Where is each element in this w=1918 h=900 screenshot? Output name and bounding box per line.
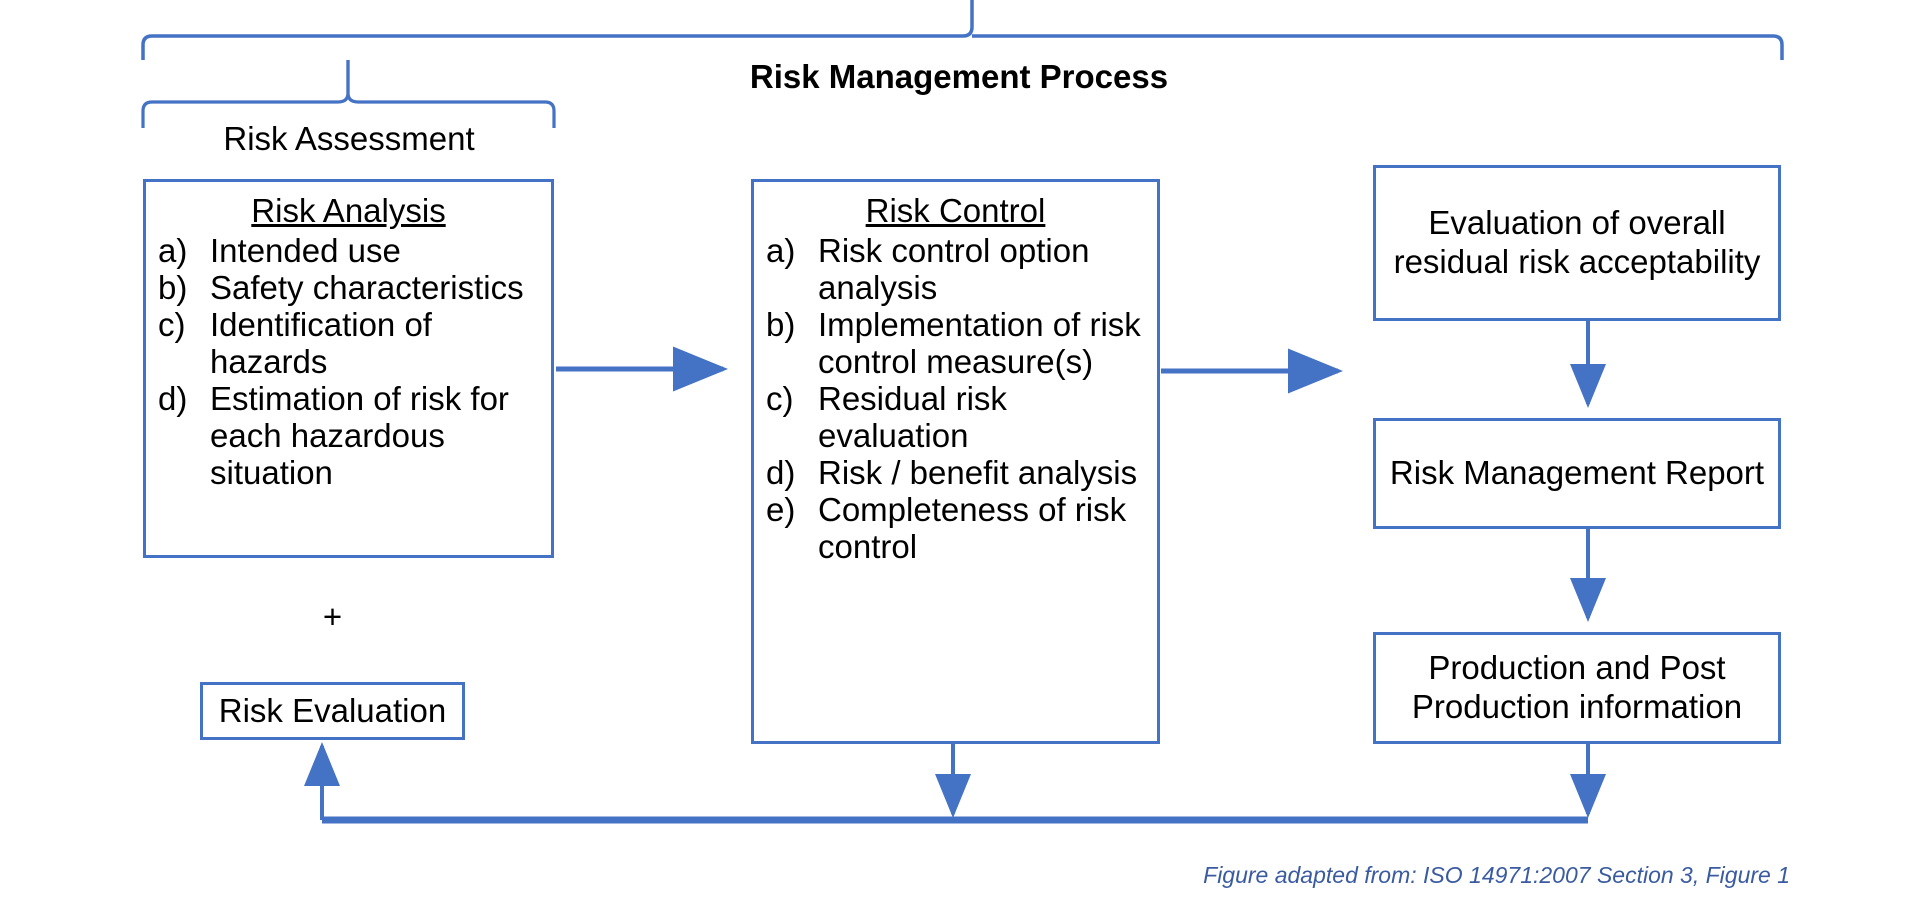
list-item: a) Risk control option analysis <box>766 231 1145 307</box>
list-marker: b) <box>158 268 188 306</box>
list-item: d) Estimation of risk for each hazardous… <box>158 379 539 492</box>
list-item: a) Intended use <box>158 231 539 270</box>
risk-evaluation-label: Risk Evaluation <box>218 691 447 729</box>
risk-control-box[interactable]: Risk Control a) Risk control option anal… <box>751 179 1160 744</box>
list-text: Residual risk evaluation <box>818 379 1007 454</box>
risk-analysis-box[interactable]: Risk Analysis a) Intended use b) Safety … <box>143 179 554 558</box>
risk-control-title: Risk Control <box>865 192 1046 229</box>
list-marker: b) <box>766 305 796 343</box>
production-post-production-label: Production and Post Production informati… <box>1411 649 1743 725</box>
evaluation-overall-label: Evaluation of overall residual risk acce… <box>1393 204 1761 280</box>
list-item: b) Safety characteristics <box>158 268 539 307</box>
list-marker: d) <box>766 453 796 491</box>
list-text: Identification of hazards <box>210 305 432 380</box>
process-title: Risk Management Process <box>749 58 1169 95</box>
list-text: Risk control option analysis <box>818 231 1090 306</box>
risk-evaluation-box[interactable]: Risk Evaluation <box>200 682 465 740</box>
list-text: Estimation of risk for each hazardous si… <box>210 379 509 491</box>
list-marker: c) <box>766 379 794 417</box>
list-marker: c) <box>158 305 186 343</box>
list-marker: a) <box>158 231 188 269</box>
risk-control-list: a) Risk control option analysis b) Imple… <box>766 231 1145 566</box>
brace-risk-management-process <box>141 0 1784 60</box>
list-marker: d) <box>158 379 188 417</box>
list-text: Completeness of risk control <box>818 490 1127 565</box>
list-marker: e) <box>766 490 796 528</box>
production-post-production-box[interactable]: Production and Post Production informati… <box>1373 632 1781 744</box>
risk-assessment-label: Risk Assessment <box>223 120 475 157</box>
risk-management-report-box[interactable]: Risk Management Report <box>1373 418 1781 529</box>
list-item: d) Risk / benefit analysis <box>766 453 1145 492</box>
list-text: Safety characteristics <box>210 268 524 306</box>
list-marker: a) <box>766 231 796 269</box>
figure-credit: Figure adapted from: ISO 14971:2007 Sect… <box>1203 862 1790 888</box>
list-item: b) Implementation of risk control measur… <box>766 305 1145 381</box>
list-text: Implementation of risk control measure(s… <box>818 305 1141 380</box>
list-item: c) Identification of hazards <box>158 305 539 381</box>
risk-management-report-label: Risk Management Report <box>1389 454 1765 492</box>
plus-symbol: + <box>322 598 343 635</box>
risk-analysis-title: Risk Analysis <box>251 192 446 229</box>
evaluation-overall-residual-risk-box[interactable]: Evaluation of overall residual risk acce… <box>1373 165 1781 321</box>
list-item: e) Completeness of risk control <box>766 490 1145 566</box>
feedback-loop <box>304 742 1606 824</box>
list-text: Intended use <box>210 231 401 269</box>
risk-analysis-list: a) Intended use b) Safety characteristic… <box>158 231 539 492</box>
list-text: Risk / benefit analysis <box>818 453 1138 491</box>
list-item: c) Residual risk evaluation <box>766 379 1145 455</box>
